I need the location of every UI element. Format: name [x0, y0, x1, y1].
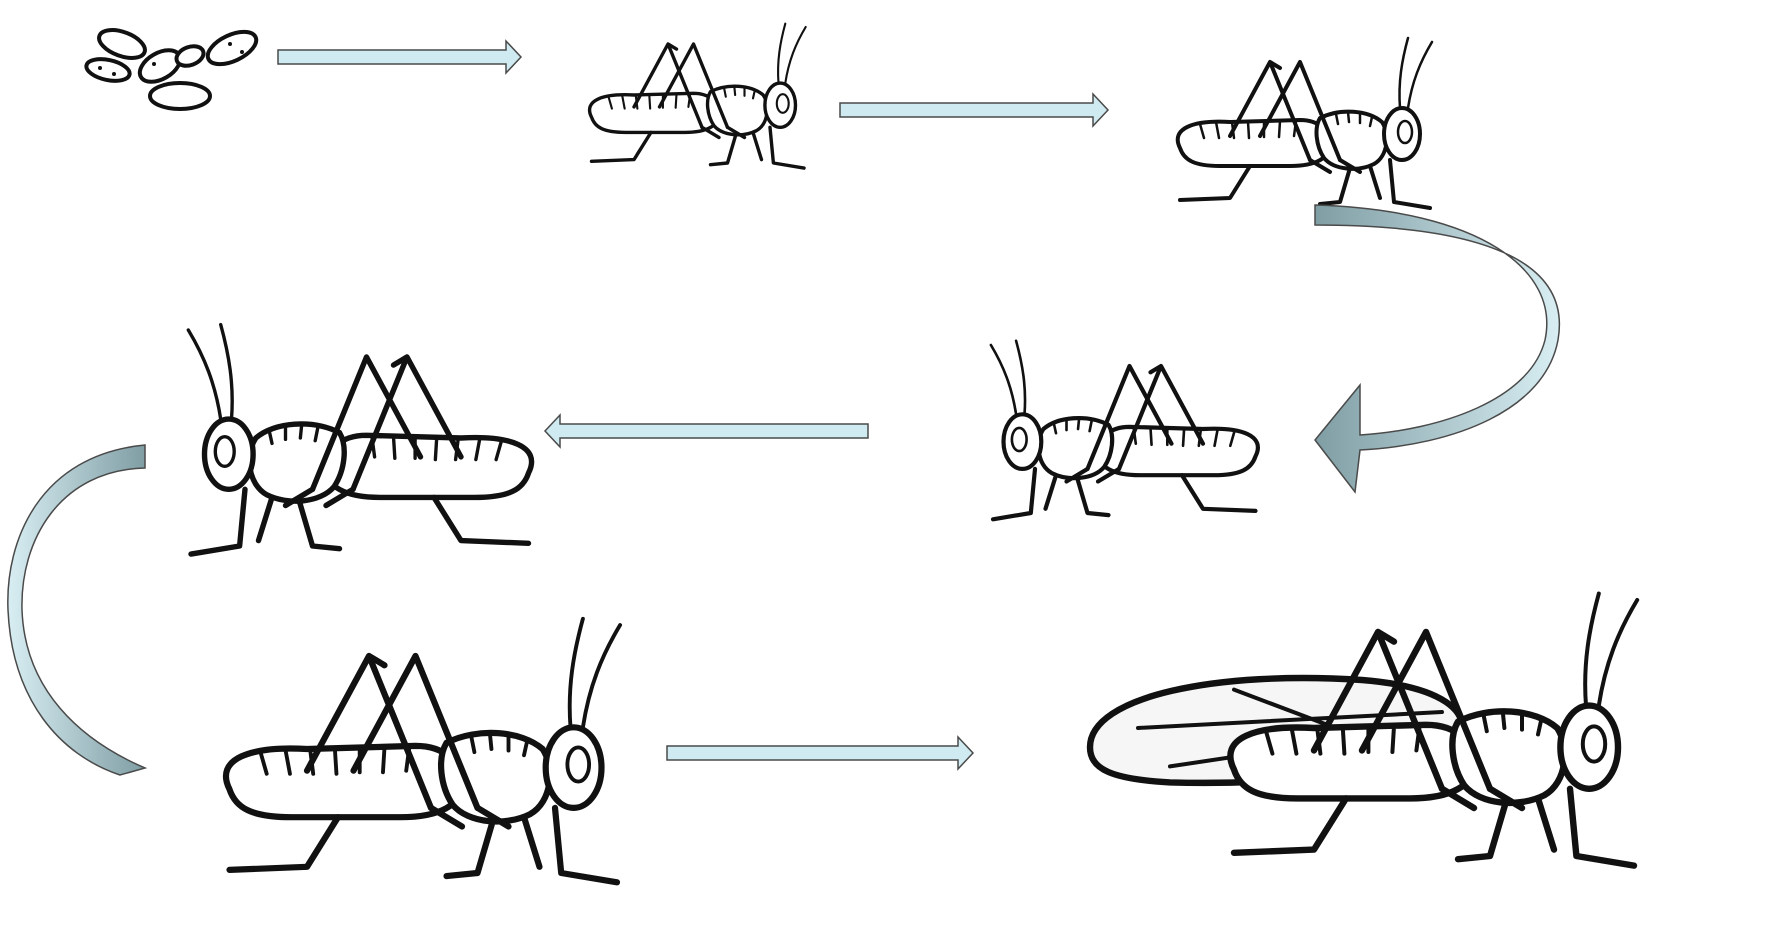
curved-arrow-right [1315, 205, 1559, 492]
nymph-stage-3 [991, 341, 1258, 519]
nymph-stage-5 [226, 619, 620, 883]
eggs-icon [84, 25, 261, 109]
curved-arrow-left [8, 445, 145, 775]
arrow-eggs-to-nymph1 [278, 41, 521, 73]
nymph-stage-1 [590, 24, 806, 169]
arrow-nymph1-to-nymph2 [840, 94, 1108, 126]
adult-grasshopper-icon [1090, 594, 1637, 866]
arrow-nymph3-to-nymph4 [545, 415, 868, 447]
nymph-stage-4 [188, 325, 531, 554]
arrow-nymph5-to-adult [667, 737, 973, 769]
nymph-stage-2 [1178, 38, 1432, 208]
